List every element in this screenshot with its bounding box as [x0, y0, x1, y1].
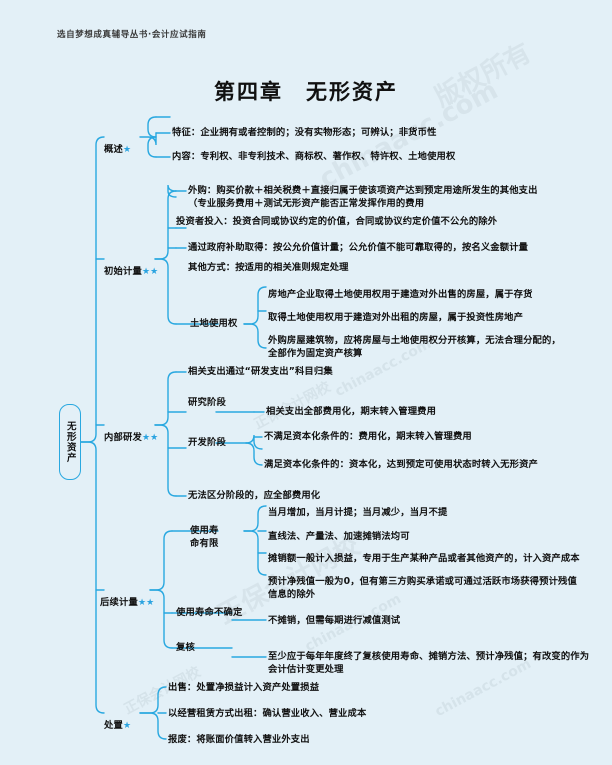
- leaf-item: 出售：处置净损益计入资产处置损益: [168, 682, 320, 693]
- branch-label-text: 内部研发: [104, 432, 142, 443]
- branch-label-chushijiliang[interactable]: 初始计量★★: [104, 252, 158, 279]
- leaf-item: 相关支出通过“研发支出”科目归集: [188, 366, 333, 377]
- branch-label-text: 处置: [104, 720, 123, 731]
- star-rating: ★: [123, 145, 132, 155]
- subgroup-label-tudishiyongquan[interactable]: 土地使用权: [190, 318, 238, 329]
- branch-label-neibuyanfa[interactable]: 内部研发★★: [104, 418, 158, 445]
- group-label-fuhe[interactable]: 复核: [176, 642, 195, 653]
- leaf-item: 不摊销，但需每期进行减值测试: [268, 615, 401, 626]
- leaf-item: 不满足资本化条件的：费用化，期末转入管理费用: [264, 431, 472, 442]
- leaf-item: 外购房屋建筑物，应将房屋与土地使用权分开核算，无法合理分配的， 全部作为固定资产…: [268, 335, 561, 359]
- star-rating: ★★: [138, 598, 155, 608]
- leaf-item: 通过政府补助取得：按公允价值计量；公允价值不能可靠取得的，按名义金额计量: [188, 242, 529, 253]
- leaf-item: 满足资本化条件的：资本化，达到预定可使用状态时转入无形资产: [264, 459, 538, 470]
- star-rating: ★: [123, 721, 132, 731]
- stage-label-yanjiujieduan[interactable]: 研究阶段: [188, 397, 226, 408]
- leaf-item: 至少应于每年年度终了复核使用寿命、摊销方法、预计净残值；有改变的作为 会计估计变…: [268, 651, 590, 675]
- leaf-item: 投资者投入：投资合同或协议约定的价值，合同或协议约定价值不公允的除外: [176, 216, 498, 227]
- leaf-item: 其他方式：按适用的相关准则规定处理: [188, 262, 349, 273]
- group-label-shiyongshouminyouxian[interactable]: 使用寿 命有限: [190, 525, 219, 549]
- page-title: 第四章 无形资产: [214, 80, 398, 104]
- leaf-item: 相关支出全部费用化，期末转入管理费用: [266, 406, 437, 417]
- leaf-item: 报废：将账面价值转入营业外支出: [168, 734, 310, 745]
- branch-label-text: 概述: [104, 144, 123, 155]
- leaf-item: 取得土地使用权用于建造对外出租的房屋，属于投资性房地产: [268, 312, 524, 323]
- leaf-item: 特征：企业拥有或者控制的；没有实物形态；可辨认；非货币性: [172, 127, 437, 138]
- branch-label-text: 后续计量: [100, 597, 138, 608]
- star-rating: ★★: [142, 433, 159, 443]
- leaf-item: 直线法、产量法、加速摊销法均可: [268, 531, 410, 542]
- leaf-item: 以经营租赁方式出租：确认营业收入、营业成本: [168, 708, 367, 719]
- leaf-item: 当月增加，当月计提；当月减少，当月不提: [268, 507, 448, 518]
- mindmap-root-label: 无形资产: [64, 421, 76, 463]
- branch-label-chuzhi[interactable]: 处置★: [104, 706, 131, 733]
- star-rating: ★★: [142, 267, 159, 277]
- leaf-item: 房地产企业取得土地使用权用于建造对外出售的房屋，属于存货: [268, 289, 533, 300]
- leaf-item: 外购：购买价款＋相关税费＋直接归属于使该项资产达到预定用途所发生的其他支出 （专…: [188, 185, 538, 209]
- leaf-item: 摊销额一般计入损益，专用于生产某种产品或者其他资产的，计入资产成本: [268, 553, 580, 564]
- mindmap-root-node[interactable]: 无形资产: [59, 404, 81, 480]
- branch-label-houxujiliang[interactable]: 后续计量★★: [100, 583, 154, 610]
- branch-label-text: 初始计量: [104, 266, 142, 277]
- leaf-item: 预计净残值一般为0，但有第三方购买承诺或可通过活跃市场获得预计残值 信息的除外: [268, 576, 577, 600]
- leaf-item: 无法区分阶段的，应全部费用化: [188, 490, 321, 501]
- stage-label-kaifajieduan[interactable]: 开发阶段: [188, 437, 226, 448]
- leaf-item: 内容：专利权、非专利技术、商标权、著作权、特许权、土地使用权: [172, 151, 456, 162]
- series-subtitle: 选自梦想成真辅导丛书·会计应试指南: [57, 30, 207, 40]
- group-label-shiyongshouminbuqueding[interactable]: 使用寿命不确定: [176, 607, 243, 618]
- branch-label-gaishu[interactable]: 概述★: [104, 130, 131, 157]
